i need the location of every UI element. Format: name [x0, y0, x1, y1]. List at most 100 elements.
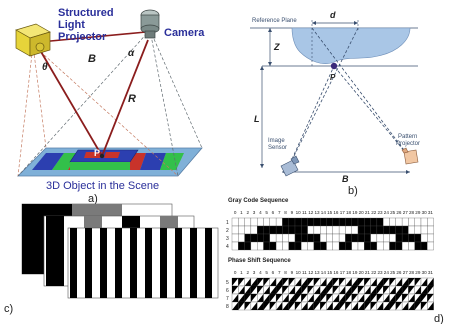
gray-code-cell	[244, 241, 252, 251]
phase-shift-shade	[339, 294, 346, 302]
phase-shift-shade	[320, 294, 327, 302]
gray-code-cell	[370, 217, 378, 227]
gray-code-cell	[332, 241, 340, 251]
gray-code-cell	[383, 233, 390, 243]
column-number: 24	[384, 210, 390, 215]
panel-c: c)	[4, 203, 219, 315]
symbol-b-b: B	[342, 174, 349, 184]
phase-shift-shade	[301, 302, 308, 310]
phase-shift-shade	[351, 278, 358, 286]
gray-code-cell	[288, 233, 296, 243]
column-number: 26	[396, 210, 402, 215]
gray-code-cell	[250, 217, 258, 227]
gray-code-cell	[414, 217, 422, 227]
column-number: 15	[327, 210, 333, 215]
pattern-stripe	[175, 228, 182, 298]
gray-code-cell	[288, 217, 296, 227]
gray-code-cell	[294, 217, 302, 227]
phase-shift-shade	[301, 278, 308, 286]
phase-shift-shade	[326, 302, 333, 310]
gray-code-cell	[376, 241, 384, 251]
symbol-p: P	[94, 148, 100, 158]
gray-code-cell	[420, 241, 428, 251]
phase-shift-shade	[238, 294, 245, 302]
row-number: 5	[226, 280, 229, 286]
phase-shift-shade	[383, 278, 390, 286]
phase-shift-shade	[421, 294, 428, 302]
row-number: 1	[226, 220, 229, 226]
gray-code-cell	[408, 233, 415, 243]
pattern-projector-label-line2: Projector	[396, 141, 420, 147]
gray-code-cell	[313, 225, 321, 235]
phase-shift-shade	[238, 302, 245, 310]
phase-shift-shade	[358, 294, 365, 302]
gray-code-cell	[307, 241, 315, 251]
gray-code-cell	[301, 217, 308, 227]
phase-shift-shade	[263, 278, 270, 286]
gray-code-cell	[338, 217, 346, 227]
phase-shift-shade	[301, 294, 308, 302]
phase-shift-shade	[427, 294, 434, 302]
gray-code-cell	[389, 241, 396, 251]
gray-code-cell	[288, 241, 296, 251]
gray-code-cell	[231, 217, 239, 227]
symbol-b: B	[88, 53, 96, 65]
gray-code-cell	[401, 241, 409, 251]
column-number: 23	[377, 270, 383, 275]
phase-shift-shade	[389, 302, 396, 310]
column-number: 28	[409, 210, 415, 215]
symbol-theta: θ	[42, 62, 48, 73]
phase-shift-shade	[345, 278, 352, 286]
phase-shift-shade	[332, 294, 340, 302]
row-number: 2	[226, 228, 229, 234]
phase-shift-shade	[320, 302, 327, 310]
phase-shift-shade	[257, 278, 264, 286]
phase-shift-shade	[370, 286, 377, 294]
column-number: 4	[259, 270, 262, 275]
column-number: 10	[296, 270, 302, 275]
phase-shift-shade	[358, 302, 365, 310]
baseline-b	[39, 31, 147, 43]
gray-code-cell	[395, 233, 403, 243]
column-number: 31	[428, 210, 434, 215]
phase-shift-shade	[339, 286, 346, 294]
gray-code-cell	[420, 225, 428, 235]
phase-shift-shade	[238, 286, 245, 294]
gray-code-cell	[338, 241, 346, 251]
column-number: 22	[371, 210, 377, 215]
gray-code-cell	[320, 241, 327, 251]
camera-cone	[17, 29, 203, 177]
gray-code-cell	[357, 225, 365, 235]
gray-code-cell	[332, 217, 340, 227]
column-number: 28	[409, 270, 415, 275]
phase-shift-shade	[414, 302, 421, 310]
column-number: 25	[390, 210, 396, 215]
phase-shift-shade	[276, 294, 283, 302]
phase-shift-shade	[232, 278, 239, 286]
column-number: 5	[265, 270, 268, 275]
gray-code-cell	[244, 217, 252, 227]
gray-code-cell	[250, 233, 258, 243]
gray-code-cell	[238, 217, 245, 227]
phase-shift-shade	[421, 302, 428, 310]
gray-code-cell	[294, 225, 302, 235]
column-number: 7	[278, 210, 281, 215]
gray-code-cell	[427, 233, 434, 243]
phase-shift-shade	[414, 294, 421, 302]
gray-code-cell	[351, 233, 359, 243]
gray-code-cell	[383, 217, 390, 227]
phase-shift-shade	[332, 286, 340, 294]
gray-code-cell	[250, 241, 258, 251]
gray-code-cell	[389, 233, 396, 243]
phase-shift-shade	[358, 286, 365, 294]
column-number: 13	[314, 270, 320, 275]
phase-shift-shade	[244, 302, 251, 310]
column-number: 19	[352, 210, 358, 215]
phase-shift-shade	[244, 286, 251, 294]
row-number: 7	[226, 296, 229, 302]
phase-shift-shade	[282, 286, 289, 294]
